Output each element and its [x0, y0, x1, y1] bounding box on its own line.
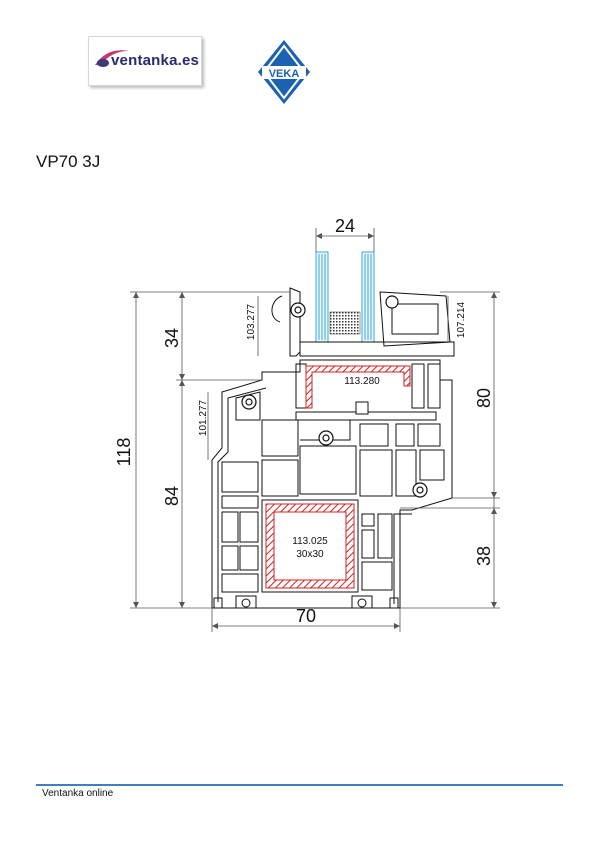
page-title: VP70 3J	[36, 152, 101, 171]
ventanka-logo: ventanka.es	[88, 36, 202, 86]
frame-reinforcement: 113.025 30x30	[265, 503, 355, 589]
dimension-top-part: 34	[162, 328, 182, 348]
dimension-total-height: 118	[114, 438, 134, 467]
ventanka-logo-swoosh	[95, 50, 129, 67]
sash-reinforcement-label: 113.280	[344, 376, 380, 387]
dimension-lines	[130, 228, 500, 632]
dimension-frame-bottom: 38	[474, 546, 494, 566]
dimension-profile-left-mid: 101.277	[198, 399, 209, 436]
glass-unit	[315, 251, 375, 343]
frame-profile	[211, 287, 455, 609]
profile-cross-section-drawing: 113.280 113.025 30x30	[114, 216, 500, 632]
frame-reinforcement-code: 113.025	[292, 536, 328, 547]
footer-divider	[36, 784, 563, 786]
dimension-glass: 24	[335, 216, 355, 236]
dimension-bottom-part: 84	[162, 486, 182, 506]
dimension-width: 70	[296, 606, 316, 626]
footer-text: Ventanka online	[42, 788, 114, 799]
veka-logo: VEKA	[256, 38, 312, 106]
frame-reinforcement-size: 30x30	[296, 549, 324, 560]
dimension-arrows	[133, 233, 497, 629]
sash-reinforcement: 113.280	[305, 365, 411, 415]
veka-logo-emblem: VEKA	[258, 40, 310, 104]
veka-logo-text: VEKA	[269, 68, 300, 80]
ventanka-logo-text: ventanka.es	[111, 52, 200, 69]
dimension-profile-right-top: 107.214	[456, 301, 467, 338]
dimension-sash-height: 80	[474, 388, 494, 408]
gaskets	[241, 295, 428, 498]
dimension-profile-left-top: 103.277	[246, 303, 257, 340]
